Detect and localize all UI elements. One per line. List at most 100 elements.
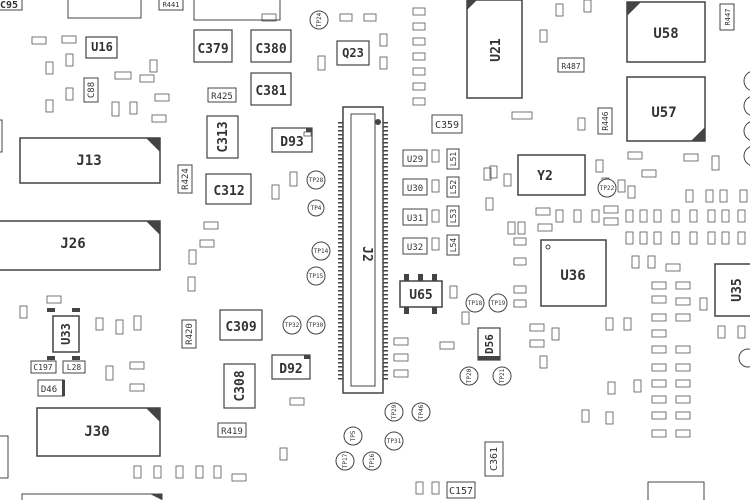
connector-pin bbox=[338, 310, 343, 312]
small-pad bbox=[61, 35, 77, 44]
connector-pin bbox=[383, 318, 388, 320]
small-pad bbox=[651, 281, 667, 290]
ic-u16: U16 bbox=[85, 36, 118, 59]
svg-text:U29: U29 bbox=[407, 155, 423, 165]
svg-text:TP32: TP32 bbox=[285, 322, 300, 329]
small-pad bbox=[412, 67, 426, 76]
connector-pin bbox=[338, 334, 343, 336]
connector-pin bbox=[338, 362, 343, 364]
svg-text:C308: C308 bbox=[233, 370, 248, 401]
ic-u35: U35 bbox=[714, 263, 750, 317]
small-pad bbox=[651, 411, 667, 420]
svg-text:C157: C157 bbox=[449, 486, 473, 497]
connector-pin bbox=[383, 310, 388, 312]
small-pad bbox=[46, 295, 62, 304]
connector-pin bbox=[338, 338, 343, 340]
connector-pin bbox=[338, 350, 343, 352]
small-pad bbox=[133, 465, 142, 479]
svg-text:L54: L54 bbox=[449, 238, 458, 253]
small-pad bbox=[115, 319, 124, 335]
svg-text:TP19: TP19 bbox=[491, 300, 506, 307]
small-pad bbox=[651, 429, 667, 438]
small-pad bbox=[707, 209, 716, 223]
cap-c359: C359 bbox=[431, 114, 463, 134]
connector-pin bbox=[383, 370, 388, 372]
testpoint-tp16: TP16 bbox=[362, 451, 382, 471]
connector-pin bbox=[383, 242, 388, 244]
connector-pin bbox=[383, 226, 388, 228]
svg-text:TP4: TP4 bbox=[311, 205, 322, 212]
small-pad bbox=[415, 481, 424, 495]
connector-pin bbox=[383, 198, 388, 200]
connector-pin bbox=[338, 370, 343, 372]
small-pad bbox=[339, 13, 353, 22]
svg-text:U31: U31 bbox=[407, 214, 423, 224]
connector-pin bbox=[383, 366, 388, 368]
small-pad bbox=[537, 223, 553, 232]
svg-text:C197: C197 bbox=[33, 363, 52, 372]
connector-pin bbox=[338, 218, 343, 220]
connector-pin bbox=[383, 254, 388, 256]
small-pad bbox=[379, 33, 388, 47]
testpoint-tp15: TP15 bbox=[306, 266, 326, 286]
inductor-l53: L53 bbox=[446, 205, 460, 227]
small-pad bbox=[483, 167, 492, 181]
connector-pin bbox=[383, 174, 388, 176]
connector-pin bbox=[383, 378, 388, 380]
small-pad bbox=[412, 37, 426, 46]
connector-pin bbox=[383, 338, 388, 340]
svg-text:Q23: Q23 bbox=[342, 46, 364, 60]
connector-pin bbox=[383, 162, 388, 164]
small-pad bbox=[595, 159, 604, 173]
connector-pin bbox=[338, 246, 343, 248]
small-pad bbox=[45, 61, 54, 75]
svg-text:U57: U57 bbox=[651, 105, 676, 121]
connector-pin bbox=[338, 254, 343, 256]
svg-text:TP30: TP30 bbox=[309, 322, 324, 329]
connector-pin bbox=[383, 138, 388, 140]
small-pad bbox=[529, 323, 545, 332]
testpoint-tp20: TP20 bbox=[459, 366, 479, 386]
svg-text:R446: R446 bbox=[601, 111, 610, 130]
connector-pin bbox=[338, 222, 343, 224]
small-pad bbox=[279, 447, 288, 461]
connector-pin bbox=[338, 358, 343, 360]
svg-text:D46: D46 bbox=[41, 385, 57, 395]
small-pad bbox=[507, 221, 516, 235]
testpoint-tp4: TP4 bbox=[307, 199, 325, 217]
connector-pin bbox=[383, 354, 388, 356]
connector-pin bbox=[383, 214, 388, 216]
small-pad bbox=[289, 397, 305, 406]
small-pad bbox=[653, 231, 662, 245]
connector-pin bbox=[338, 318, 343, 320]
cap-c313: C313 bbox=[206, 115, 239, 159]
small-pad bbox=[151, 114, 167, 123]
svg-text:U16: U16 bbox=[91, 40, 113, 54]
connector-pin bbox=[338, 190, 343, 192]
small-pad bbox=[517, 221, 526, 235]
connector-pin bbox=[383, 270, 388, 272]
small-pad bbox=[529, 339, 545, 348]
connector-pin bbox=[383, 302, 388, 304]
svg-text:L52: L52 bbox=[449, 180, 458, 195]
small-pad bbox=[317, 55, 326, 71]
test-points: TP24 TP28 TP4 TP14 TP15 TP32 TP30 TP18 T… bbox=[282, 10, 617, 471]
connector-pin bbox=[338, 242, 343, 244]
small-pad bbox=[412, 52, 426, 61]
testpoint-tp17: TP17 bbox=[335, 451, 355, 471]
small-pad bbox=[675, 313, 691, 322]
header-j26: J26 bbox=[0, 220, 161, 271]
small-pad bbox=[31, 36, 47, 45]
small-pad bbox=[513, 237, 527, 246]
small-pad bbox=[651, 345, 667, 354]
small-pad bbox=[675, 395, 691, 404]
small-pad bbox=[133, 315, 142, 331]
small-pad bbox=[675, 297, 691, 306]
connector-pin bbox=[383, 330, 388, 332]
diode-d92: D92 bbox=[271, 354, 311, 380]
svg-text:TP22: TP22 bbox=[600, 185, 615, 192]
connector-pin bbox=[338, 330, 343, 332]
small-pad bbox=[412, 7, 426, 16]
connector-pin bbox=[338, 238, 343, 240]
